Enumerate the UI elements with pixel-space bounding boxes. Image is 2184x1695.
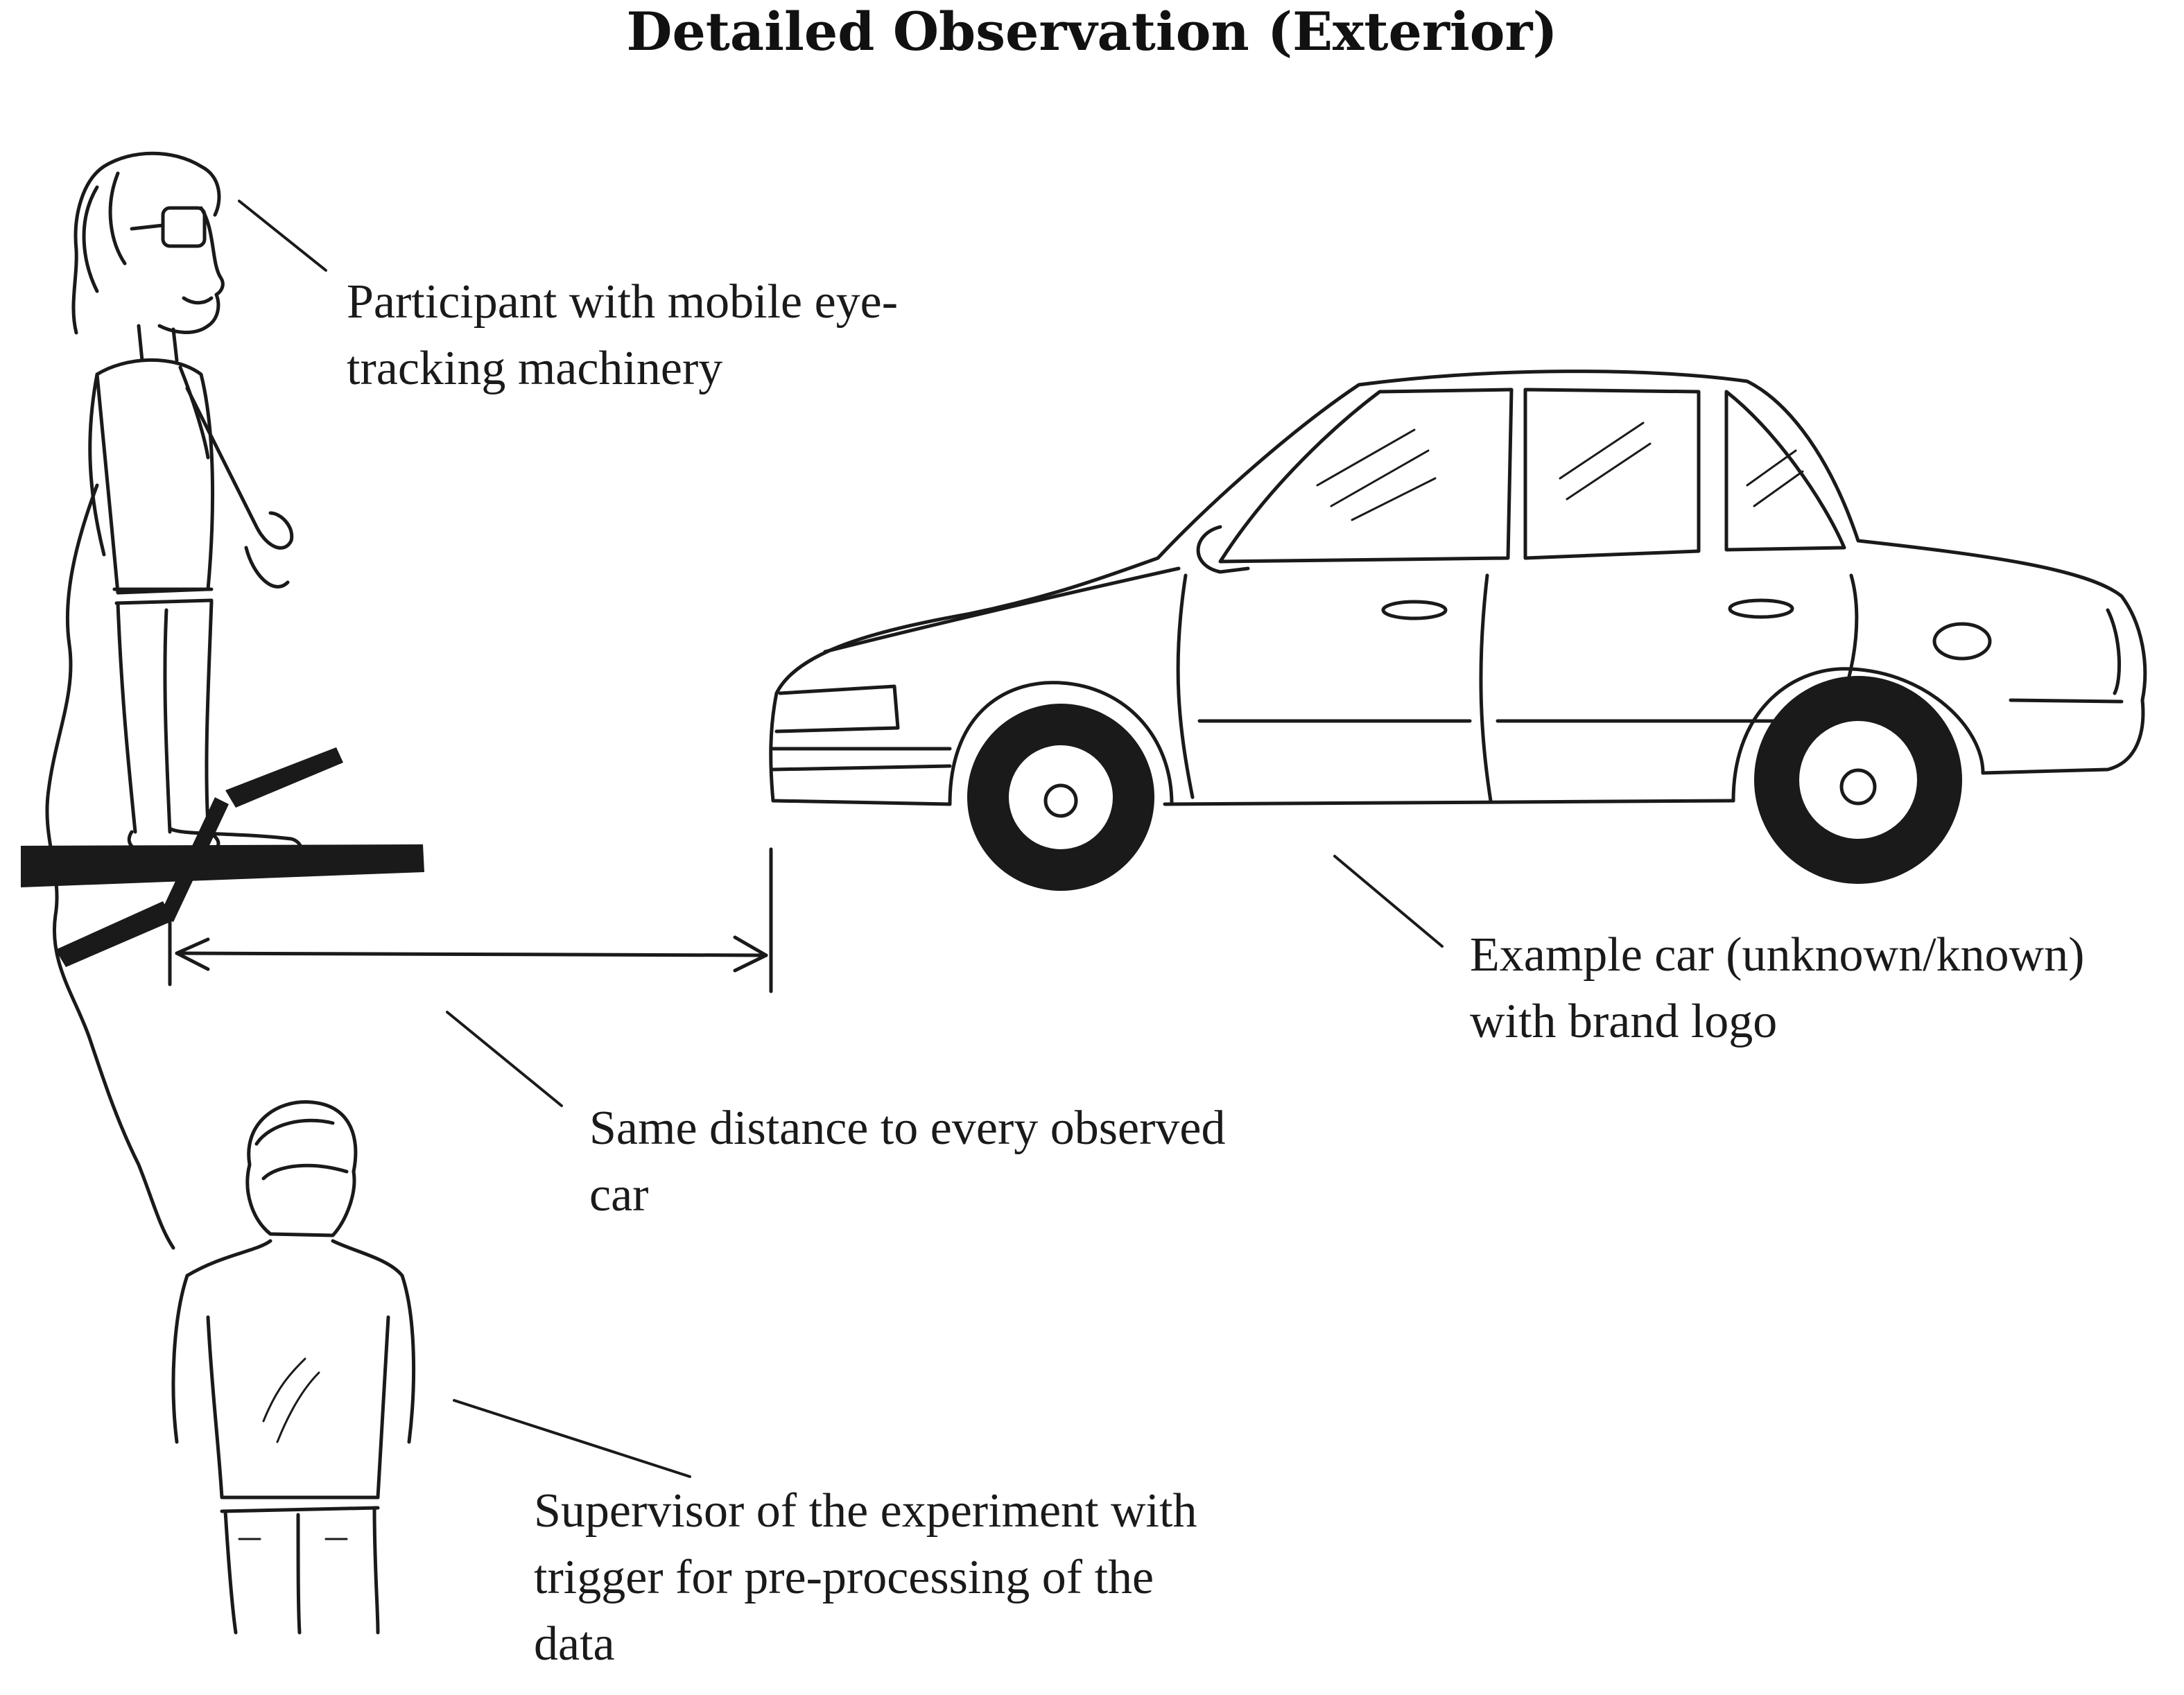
leader-supervisor [453, 1399, 691, 1478]
leader-distance [446, 1011, 563, 1107]
diagram-title: Detailed Observation (Exterior) [626, 1, 1558, 62]
label-example-car: Example car (unknown/known) with brand l… [1470, 928, 2085, 1048]
distance-arrow [168, 847, 773, 993]
leader-participant [238, 200, 327, 272]
participant-figure [45, 151, 304, 1250]
floor-marker [21, 747, 424, 967]
label-distance: Same distance to every observed car [589, 1102, 1226, 1222]
car-wheels [967, 676, 1962, 891]
supervisor-figure [171, 1100, 416, 1635]
car-drawing [769, 370, 2147, 806]
leader-lines [238, 200, 1444, 1478]
leader-car [1333, 855, 1444, 948]
label-participant: Participant with mobile eye- tracking ma… [347, 275, 899, 395]
label-supervisor: Supervisor of the experiment with trigge… [534, 1484, 1197, 1671]
